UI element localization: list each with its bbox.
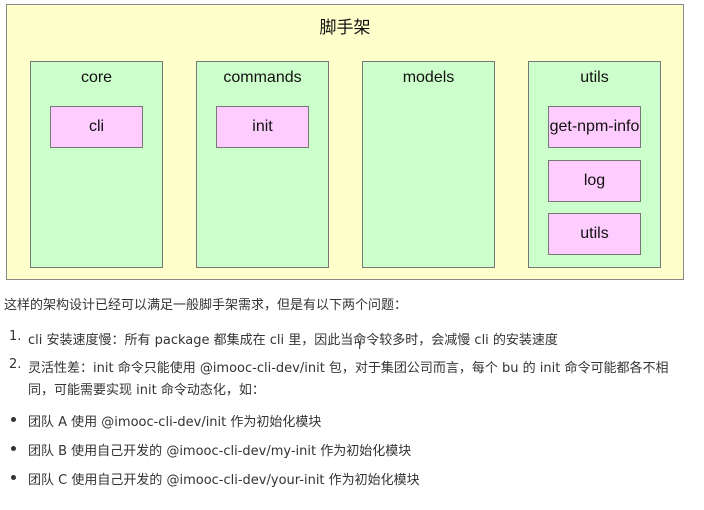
scaffold-diagram: 脚手架 core cli commands init models utils …: [6, 4, 684, 280]
module-box-get-npm-info: get-npm-info: [548, 106, 641, 148]
bullet-item-3: 团队 C 使用自己开发的 @imooc-cli-dev/your-init 作为…: [28, 473, 420, 488]
problem-item-1: cli 安装速度慢：所有 package 都集成在 cli 里，因此当命令较多时…: [28, 333, 558, 348]
problem-item-2-line-2: 同，可能需要实现 init 命令动态化，如：: [28, 383, 265, 398]
intro-text: 这样的架构设计已经可以满足一般脚手架需求，但是有以下两个问题：: [4, 298, 408, 313]
bullet-icon: [11, 446, 16, 451]
diagram-title: 脚手架: [319, 18, 371, 38]
column-core: core cli: [30, 61, 163, 268]
problem-item-2-line-1: 灵活性差：init 命令只能使用 @imooc-cli-dev/init 包，对…: [28, 361, 669, 376]
column-commands: commands init: [196, 61, 329, 268]
module-box-utils: utils: [548, 213, 641, 255]
column-title: commands: [223, 69, 302, 86]
column-title: core: [80, 69, 113, 86]
module-box-cli: cli: [50, 106, 143, 148]
column-title: utils: [580, 69, 609, 86]
module-box-init: init: [216, 106, 309, 148]
module-box-log: log: [548, 160, 641, 202]
bullet-item-2: 团队 B 使用自己开发的 @imooc-cli-dev/my-init 作为初始…: [28, 444, 412, 459]
list-number: 2.: [9, 357, 22, 372]
column-models: models: [362, 61, 495, 268]
list-number: 1.: [9, 329, 22, 344]
bullet-icon: [11, 417, 16, 422]
bullet-icon: [11, 475, 16, 480]
column-utils: utils get-npm-info log utils: [528, 61, 661, 268]
column-title: models: [402, 69, 455, 86]
text-cursor-icon: I: [358, 339, 362, 352]
bullet-item-1: 团队 A 使用 @imooc-cli-dev/init 作为初始化模块: [28, 415, 322, 430]
